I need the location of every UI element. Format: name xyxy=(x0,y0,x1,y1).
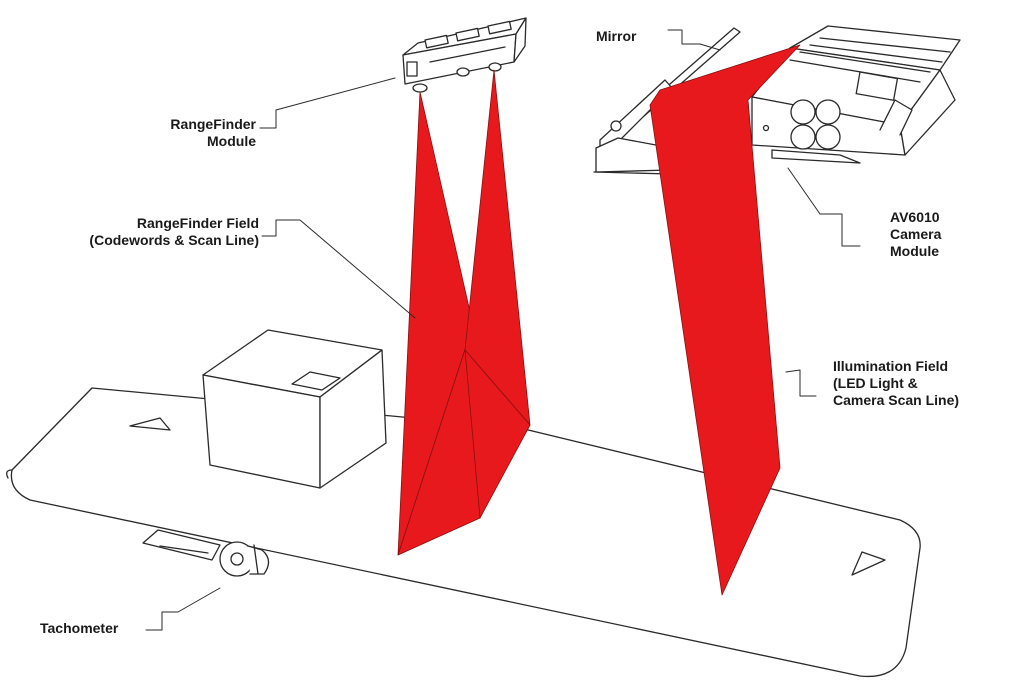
camera-module-label-line3: Module xyxy=(890,243,939,259)
camera-module-label-line2: Camera xyxy=(890,226,942,242)
illumination-field-leader xyxy=(785,369,817,397)
illumination-field-label-line3: Camera Scan Line) xyxy=(833,392,960,408)
tachometer-label: Tachometer xyxy=(40,620,119,636)
rangefinder-field-label-line2: (Codewords & Scan Line) xyxy=(89,232,259,248)
illumination-field-beam xyxy=(649,44,801,596)
mirror-leader xyxy=(667,29,721,51)
illumination-field-label-line1: Illumination Field xyxy=(833,358,949,374)
rangefinder-field-label-line1: RangeFinder Field xyxy=(136,215,259,231)
rangefinder-field-label: RangeFinder Field (Codewords & Scan Line… xyxy=(56,215,259,249)
camera-module-label-line1: AV6010 xyxy=(890,209,940,225)
rangefinder-field-leader xyxy=(261,219,416,319)
direction-arrow-left-icon xyxy=(129,417,171,431)
rangefinder-module-label: RangeFinder Module xyxy=(128,116,256,150)
rangefinder-module-leader xyxy=(259,77,396,129)
tachometer-device xyxy=(142,529,270,577)
illumination-field-label: Illumination Field (LED Light & Camera S… xyxy=(833,358,959,409)
tachometer-leader xyxy=(145,587,221,631)
package-box xyxy=(202,329,387,489)
camera-module-label: AV6010 Camera Module xyxy=(890,209,941,260)
camera-module-leader xyxy=(787,167,861,247)
rangefinder-module-label-line1: RangeFinder xyxy=(170,116,256,132)
mirror-label: Mirror xyxy=(596,28,637,44)
rangefinder-module-device xyxy=(402,17,527,93)
package-label xyxy=(291,371,341,391)
callout-leaders xyxy=(145,29,861,631)
rangefinder-module-label-line2: Module xyxy=(207,133,256,149)
direction-arrow-right-icon xyxy=(851,551,886,576)
rangefinder-field-beam xyxy=(397,69,531,556)
camera-module-device xyxy=(751,25,961,164)
illumination-field-label-line2: (LED Light & xyxy=(833,375,918,391)
